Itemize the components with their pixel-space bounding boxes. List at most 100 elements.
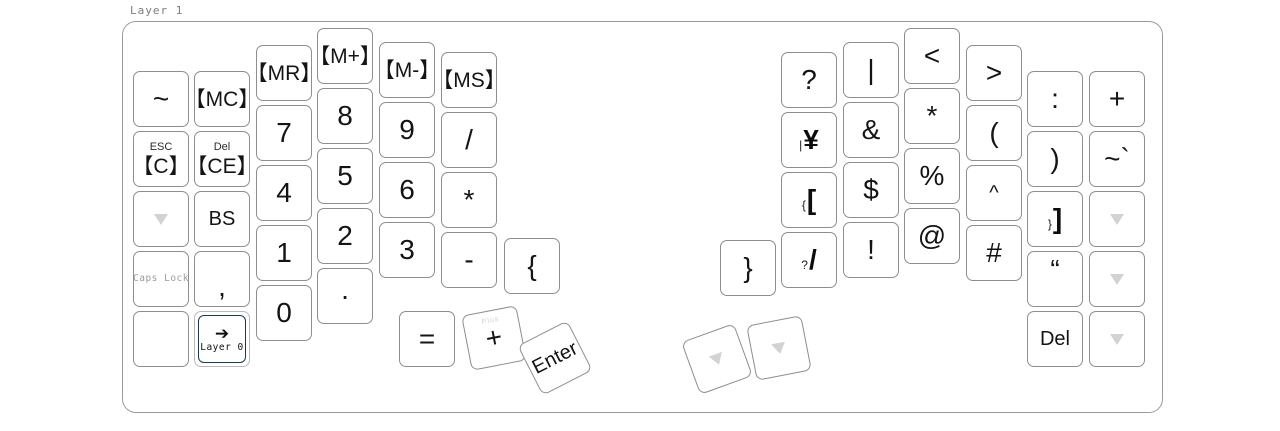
- key-paren-open[interactable]: (: [966, 105, 1022, 161]
- key-blank-triangle-3[interactable]: [1089, 251, 1145, 307]
- key-label: ¥: [803, 124, 819, 155]
- key-plus[interactable]: Plus +: [461, 305, 527, 371]
- key-blank-triangle-2[interactable]: [1089, 191, 1145, 247]
- key-label: 【M-】: [380, 58, 434, 82]
- key-at[interactable]: @: [904, 208, 960, 264]
- key-prefix-label: {: [801, 198, 806, 212]
- key-num-9[interactable]: 9: [379, 102, 435, 158]
- triangle-down-icon: [708, 351, 726, 367]
- key-label: >: [985, 57, 1003, 88]
- key-plus-right[interactable]: +: [1089, 71, 1145, 127]
- key-label-combo: } ]: [1048, 205, 1062, 233]
- key-num-5[interactable]: 5: [317, 148, 373, 204]
- key-asterisk-right[interactable]: *: [904, 88, 960, 144]
- key-num-1[interactable]: 1: [256, 225, 312, 281]
- arrow-right-icon: ➔: [214, 324, 230, 344]
- key-equals[interactable]: =: [399, 311, 455, 367]
- key-mc[interactable]: 【MC】: [194, 71, 250, 127]
- key-label: <: [923, 40, 941, 71]
- triangle-down-icon: [154, 213, 168, 225]
- key-label: 9: [399, 114, 415, 145]
- key-yen[interactable]: | ¥: [781, 112, 837, 168]
- key-label: [: [806, 184, 817, 215]
- key-dollar[interactable]: $: [843, 162, 899, 218]
- key-period[interactable]: ·: [317, 268, 373, 324]
- triangle-down-icon: [1110, 333, 1124, 345]
- key-label: /: [808, 244, 817, 275]
- key-ms[interactable]: 【MS】: [441, 52, 497, 108]
- key-label: /: [465, 124, 473, 155]
- key-label: 【CE】: [195, 154, 249, 178]
- key-hash[interactable]: #: [966, 225, 1022, 281]
- key-brace-close[interactable]: }: [720, 240, 776, 296]
- key-del-ce[interactable]: Del 【CE】: [194, 131, 250, 187]
- key-num-8[interactable]: 8: [317, 88, 373, 144]
- key-minus[interactable]: -: [441, 232, 497, 288]
- key-label: +: [482, 320, 505, 355]
- key-label: :: [1051, 83, 1059, 114]
- key-brace-open[interactable]: {: [504, 238, 560, 294]
- key-label: 8: [337, 100, 353, 131]
- key-label: ): [1050, 143, 1060, 174]
- key-blank-triangle-4[interactable]: [1089, 311, 1145, 367]
- key-bracket-open[interactable]: { [: [781, 172, 837, 228]
- key-num-4[interactable]: 4: [256, 165, 312, 221]
- key-percent[interactable]: %: [904, 148, 960, 204]
- key-bracket-close[interactable]: } ]: [1027, 191, 1083, 247]
- key-label: BS: [208, 208, 236, 230]
- key-label: 【C】: [133, 154, 189, 178]
- key-label: ,: [218, 271, 226, 302]
- key-label-combo: ? /: [801, 246, 816, 274]
- key-blank-triangle-1[interactable]: [133, 191, 189, 247]
- key-label: ~: [152, 83, 170, 114]
- key-tilde[interactable]: ~: [133, 71, 189, 127]
- key-del[interactable]: Del: [1027, 311, 1083, 367]
- key-num-7[interactable]: 7: [256, 105, 312, 161]
- key-pipe[interactable]: |: [843, 42, 899, 98]
- key-less-than[interactable]: <: [904, 28, 960, 84]
- key-ampersand[interactable]: &: [843, 102, 899, 158]
- key-blank-1[interactable]: [133, 311, 189, 367]
- key-m-minus[interactable]: 【M-】: [379, 42, 435, 98]
- key-mr[interactable]: 【MR】: [256, 45, 312, 101]
- key-label: }: [743, 252, 753, 283]
- key-exclamation[interactable]: !: [843, 222, 899, 278]
- key-m-plus[interactable]: 【M+】: [317, 28, 373, 84]
- key-num-2[interactable]: 2: [317, 208, 373, 264]
- key-caret[interactable]: ^: [966, 165, 1022, 221]
- key-num-0[interactable]: 0: [256, 285, 312, 341]
- key-num-3[interactable]: 3: [379, 222, 435, 278]
- key-label: 6: [399, 174, 415, 205]
- key-asterisk[interactable]: *: [441, 172, 497, 228]
- key-label: ~`: [1104, 143, 1130, 174]
- key-tilde-grave[interactable]: ~`: [1089, 131, 1145, 187]
- key-label: Caps Lock: [133, 273, 189, 285]
- key-label-combo: | ¥: [799, 126, 819, 154]
- key-paren-close[interactable]: ): [1027, 131, 1083, 187]
- key-label: *: [926, 100, 938, 131]
- key-label: 2: [337, 220, 353, 251]
- key-label: ·: [340, 280, 350, 311]
- key-question[interactable]: ?: [781, 52, 837, 108]
- key-quote[interactable]: “: [1027, 251, 1083, 307]
- key-layer-0[interactable]: ➔ Layer 0: [194, 311, 250, 367]
- key-esc-c[interactable]: ESC 【C】: [133, 131, 189, 187]
- key-greater-than[interactable]: >: [966, 45, 1022, 101]
- key-label: 0: [276, 297, 292, 328]
- key-slash[interactable]: /: [441, 112, 497, 168]
- key-num-6[interactable]: 6: [379, 162, 435, 218]
- key-label: 1: [276, 237, 292, 268]
- key-prefix-label: |: [799, 138, 803, 152]
- key-comma[interactable]: ,: [194, 251, 250, 307]
- key-label: !: [867, 234, 875, 265]
- key-caps-lock[interactable]: Caps Lock: [133, 251, 189, 307]
- key-label: %: [919, 160, 945, 191]
- key-label: Enter: [528, 337, 582, 379]
- key-label: ]: [1052, 203, 1063, 234]
- key-slash-right[interactable]: ? /: [781, 232, 837, 288]
- key-bs[interactable]: BS: [194, 191, 250, 247]
- key-label: 【MC】: [195, 87, 249, 111]
- key-colon[interactable]: :: [1027, 71, 1083, 127]
- key-thumb-right[interactable]: [746, 315, 812, 381]
